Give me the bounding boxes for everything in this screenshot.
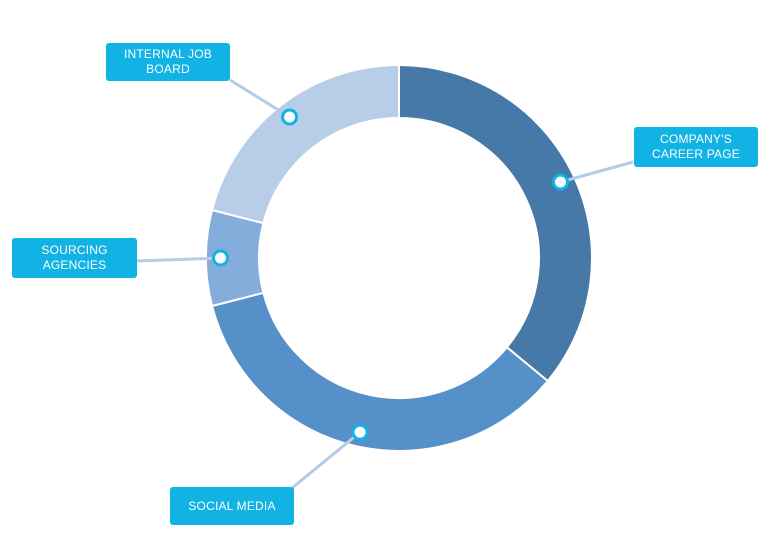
- callout-sourcing-agencies: SOURCING AGENCIES: [12, 238, 137, 278]
- donut-slice-3: [210, 63, 400, 225]
- callout-internal-line-2: BOARD: [146, 62, 190, 76]
- slice-marker-1: [351, 423, 369, 441]
- slice-marker-0: [552, 173, 570, 191]
- donut-slice-0: [398, 63, 593, 383]
- slice-marker-3: [281, 108, 299, 126]
- leader-line-2: [136, 256, 221, 263]
- callout-social-media: SOCIAL MEDIA: [170, 487, 294, 525]
- callout-company-career-page: COMPANY'S CAREER PAGE: [634, 127, 758, 167]
- leader-line-1: [291, 431, 362, 490]
- callout-internal-job-board: INTERNAL JOB BOARD: [106, 43, 230, 81]
- callout-internal-line-1: INTERNAL JOB: [124, 47, 212, 61]
- leader-line-3: [229, 78, 291, 119]
- callout-career-line-2: CAREER PAGE: [652, 147, 740, 161]
- callout-social-line-1: SOCIAL MEDIA: [188, 498, 276, 513]
- leader-line-0: [560, 160, 634, 184]
- donut-slice-1: [210, 291, 550, 452]
- callout-sourcing-line-2: AGENCIES: [42, 258, 107, 272]
- slice-marker-2: [212, 249, 229, 267]
- callout-sourcing-line-1: SOURCING: [41, 243, 108, 257]
- callout-career-line-1: COMPANY'S: [660, 132, 732, 146]
